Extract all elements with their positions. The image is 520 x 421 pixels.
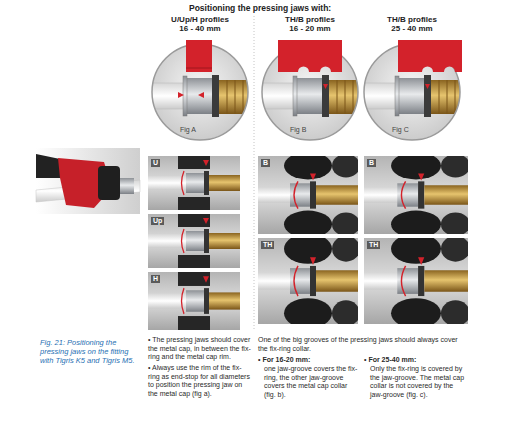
profile-tag: TH: [367, 241, 380, 249]
instruction-note: One of the big grooves of the pressing j…: [258, 336, 468, 353]
profile-tag: TH: [261, 241, 274, 249]
bullet-heading: • For 16-20 mm:: [258, 356, 358, 365]
column-heading: U/Up/H profiles: [150, 15, 250, 24]
profile-tag: H: [151, 275, 160, 283]
instruction-bullet: • Always use the rim of the fix-ring as …: [148, 364, 252, 398]
profile-tag: U: [151, 159, 160, 167]
diameter-range: 25 - 40 mm: [362, 24, 462, 33]
profile-tag: B: [367, 159, 376, 167]
instruction-text: Only the fix-ring is covered by the jaw-…: [370, 365, 468, 399]
figure-label: Fig A: [180, 126, 196, 134]
figure-caption: Fig. 21: Positioning the pressing jaws o…: [40, 338, 140, 365]
figure-label: Fig C: [392, 126, 409, 134]
diameter-range: 16 - 20 mm: [260, 24, 360, 33]
instruction-text: one jaw-groove covers the fix-ring, the …: [264, 365, 358, 399]
profile-tag: B: [261, 159, 270, 167]
bullet-heading: • For 25-40 mm:: [364, 356, 468, 365]
instruction-bullet: • The pressing jaws should cover the met…: [148, 336, 252, 362]
title: Positioning the pressing jaws with:: [189, 3, 331, 13]
profile-tag: Up: [151, 217, 164, 225]
column-heading: TH/B profiles: [362, 15, 462, 24]
figure-label: Fig B: [290, 126, 306, 134]
diameter-range: 16 - 40 mm: [150, 24, 250, 33]
column-heading: TH/B profiles: [260, 15, 360, 24]
